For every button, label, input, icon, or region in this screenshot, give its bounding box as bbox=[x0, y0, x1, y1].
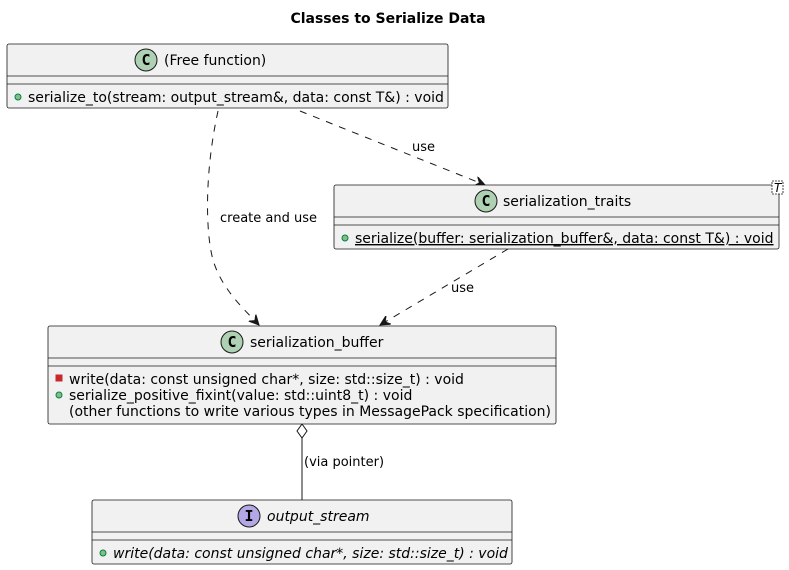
edge-label-free-to-traits: use bbox=[412, 140, 435, 155]
method-other-functions-note: (other functions to write various types … bbox=[69, 404, 551, 420]
public-marker-icon bbox=[55, 391, 63, 399]
public-marker-icon bbox=[14, 93, 22, 101]
class-serialization-buffer[interactable]: C serialization_buffer write(data: const… bbox=[47, 325, 557, 425]
class-badge-letter: C bbox=[481, 192, 490, 210]
aggregation-diamond bbox=[296, 423, 308, 439]
class-free-function[interactable]: C (Free function) serialize_to(stream: o… bbox=[6, 43, 449, 109]
class-badge-icon bbox=[134, 48, 158, 72]
class-badge-letter: C bbox=[141, 51, 150, 69]
interface-badge-icon bbox=[237, 504, 261, 528]
edge-label-traits-to-buffer: use bbox=[451, 281, 474, 296]
edge-free-to-traits bbox=[299, 110, 485, 185]
private-marker-icon bbox=[55, 374, 63, 382]
diagram-title: Classes to Serialize Data bbox=[290, 11, 485, 27]
interface-name: output_stream bbox=[267, 509, 370, 525]
class-badge-letter: C bbox=[227, 333, 236, 351]
template-param-box bbox=[771, 180, 784, 195]
method-serialize-positive-fixint: serialize_positive_fixint(value: std::ui… bbox=[69, 388, 412, 404]
public-marker-icon bbox=[341, 234, 349, 242]
class-name: (Free function) bbox=[164, 53, 266, 69]
class-badge-icon bbox=[220, 330, 244, 354]
interface-badge-letter: I bbox=[244, 507, 253, 525]
edge-label-free-to-buffer: create and use bbox=[220, 211, 317, 226]
interface-output-stream[interactable]: I output_stream write(data: const unsign… bbox=[91, 499, 513, 565]
method-serialize: serialize(buffer: serialization_buffer&,… bbox=[355, 231, 774, 247]
class-badge-icon bbox=[474, 189, 498, 213]
edge-free-to-buffer bbox=[207, 110, 259, 325]
edge-label-buffer-to-stream: (via pointer) bbox=[304, 455, 384, 470]
class-name: serialization_traits bbox=[503, 194, 631, 210]
class-box bbox=[47, 325, 557, 425]
public-marker-icon bbox=[99, 549, 107, 557]
class-name: serialization_buffer bbox=[250, 335, 384, 351]
template-param: T bbox=[774, 181, 783, 195]
method-serialize-to: serialize_to(stream: output_stream&, dat… bbox=[28, 90, 444, 106]
method-write: write(data: const unsigned char*, size: … bbox=[69, 372, 464, 388]
method-write-abstract: write(data: const unsigned char*, size: … bbox=[113, 546, 508, 562]
edge-traits-to-buffer bbox=[380, 248, 509, 325]
class-serialization-traits[interactable]: C serialization_traits T serialize(buffe… bbox=[333, 180, 784, 250]
